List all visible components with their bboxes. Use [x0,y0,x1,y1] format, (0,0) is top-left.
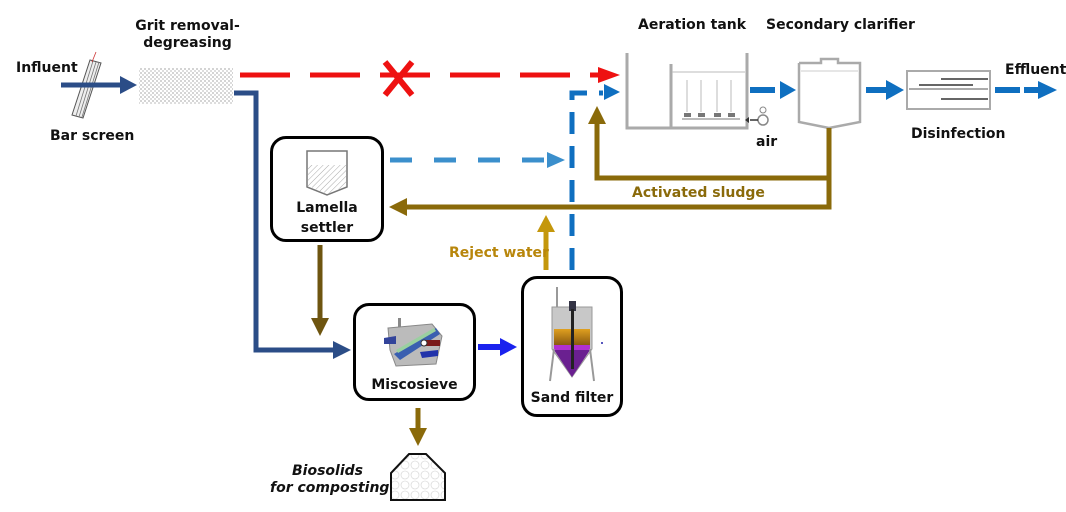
clarifier-to-disinfection-arrow [866,80,904,100]
bypass-arrow-blocked [240,67,620,83]
miscosieve-label: Miscosieve [371,377,458,393]
blocked-x-icon [382,60,415,97]
influent-label: Influent [16,60,78,76]
aeration-to-clarifier-arrow [750,81,796,99]
secondary-clarifier-label: Secondary clarifier [766,17,915,33]
activated-sludge-label: Activated sludge [632,185,765,201]
biosolids-label: Biosolids for composting [270,463,390,497]
sand-filter-label: Sand filter [530,390,614,406]
miscosieve-box: Miscosieve [353,303,476,401]
influent-arrow [61,76,137,94]
sand-filter-icon [549,287,603,382]
disinfection-label: Disinfection [911,126,1006,142]
biosolids-label-line1: Biosolids [292,463,363,479]
lamella-settler-box: Lamella settler [270,136,384,242]
grit-removal-label: Grit removal- degreasing [130,18,245,52]
biosolids-pile-icon [390,453,446,501]
aeration-tank-label: Aeration tank [638,17,747,33]
lamella-settler-icon [306,150,348,196]
grit-removal-icon [139,68,233,104]
lamella-to-miscosieve-arrow [311,245,329,336]
miscosieve-to-sand-filter-arrow [478,338,517,356]
reject-water-arrow [537,215,555,270]
lamella-settler-label-line1: Lamella [296,200,358,216]
bar-screen-icon [71,51,102,119]
sand-filter-to-aeration-arrow [569,84,620,270]
grit-removal-label-line2: degreasing [143,35,232,51]
miscosieve-icon [384,318,443,367]
bar-screen-label: Bar screen [50,128,135,144]
disinfection-icon [906,70,991,110]
grit-removal-label-line1: Grit removal- [135,18,240,34]
secondary-clarifier-icon [797,57,862,130]
effluent-label: Effluent [1005,62,1066,78]
lamella-settler-label-line2: settler [300,220,354,236]
activated-sludge-return-arrow [389,106,832,216]
lamella-overflow-arrow [390,152,565,168]
reject-water-label: Reject water [449,245,549,261]
air-label: air [756,134,778,150]
biosolids-label-line2: for composting [270,480,390,496]
grit-to-miscosieve-arrow [234,90,351,359]
miscosieve-to-biosolids-arrow [409,408,427,446]
effluent-arrow [995,81,1057,99]
air-blower-icon [745,106,769,126]
sand-filter-box: Sand filter [521,276,623,417]
aeration-tank-icon [625,53,749,130]
